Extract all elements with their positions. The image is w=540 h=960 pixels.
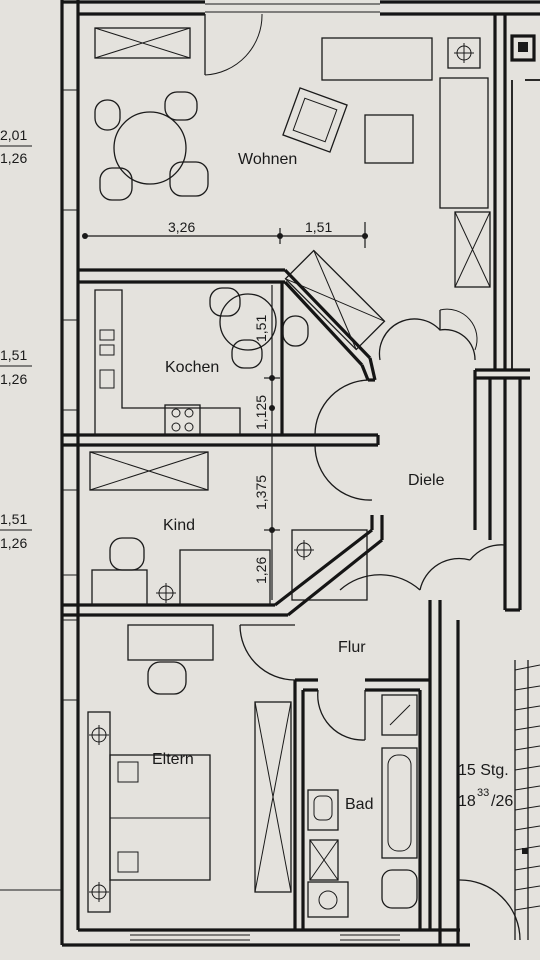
dim-kochen-depth: 1,51 [253, 315, 269, 342]
margin-notes: 2,01 1,26 1,51 1,26 1,51 1,26 [0, 127, 62, 891]
eltern-furniture [87, 624, 292, 913]
stairs-ratio-right: /26 [491, 793, 513, 810]
dim-wohnen-right: 1,51 [305, 219, 332, 235]
stairs [514, 660, 540, 940]
room-label-kochen: Kochen [165, 359, 219, 376]
margin-note-1-top: 2,01 [0, 127, 27, 143]
kind-furniture [89, 451, 368, 606]
room-label-wohnen: Wohnen [238, 151, 297, 168]
outer-walls [60, 0, 540, 947]
interior-walls [62, 268, 492, 945]
stairs-ratio-left: 18 [458, 793, 476, 810]
stairs-label: 15 Stg. 18 33 /26 [458, 762, 513, 810]
room-label-flur: Flur [338, 639, 366, 656]
room-label-eltern: Eltern [152, 751, 194, 768]
dim-wohnen-left: 3,26 [168, 219, 195, 235]
margin-note-2-bottom: 1,26 [0, 371, 27, 387]
dim-kochen-window: 1,125 [253, 395, 269, 430]
kochen-furniture [94, 287, 309, 436]
room-labels: Wohnen Kochen Kind Diele Flur Eltern Bad [152, 151, 445, 813]
stairs-ratio-super: 33 [477, 787, 489, 799]
margin-note-1-bottom: 1,26 [0, 150, 27, 166]
bad-furniture [307, 694, 418, 918]
margin-note-3-bottom: 1,26 [0, 535, 27, 551]
wohnen-furniture [94, 27, 491, 351]
room-label-kind: Kind [163, 517, 195, 534]
dim-kind-window: 1,26 [253, 557, 269, 584]
dim-kind-depth: 1,375 [253, 475, 269, 510]
room-label-bad: Bad [345, 796, 373, 813]
margin-note-3-top: 1,51 [0, 511, 27, 527]
room-label-diele: Diele [408, 472, 445, 489]
margin-note-2-top: 1,51 [0, 347, 27, 363]
dimension-lines [82, 222, 368, 600]
doors [204, 13, 521, 941]
dimension-labels: 3,26 1,51 1,51 1,125 1,375 1,26 [168, 219, 332, 584]
stairs-count: 15 Stg. [458, 762, 509, 779]
